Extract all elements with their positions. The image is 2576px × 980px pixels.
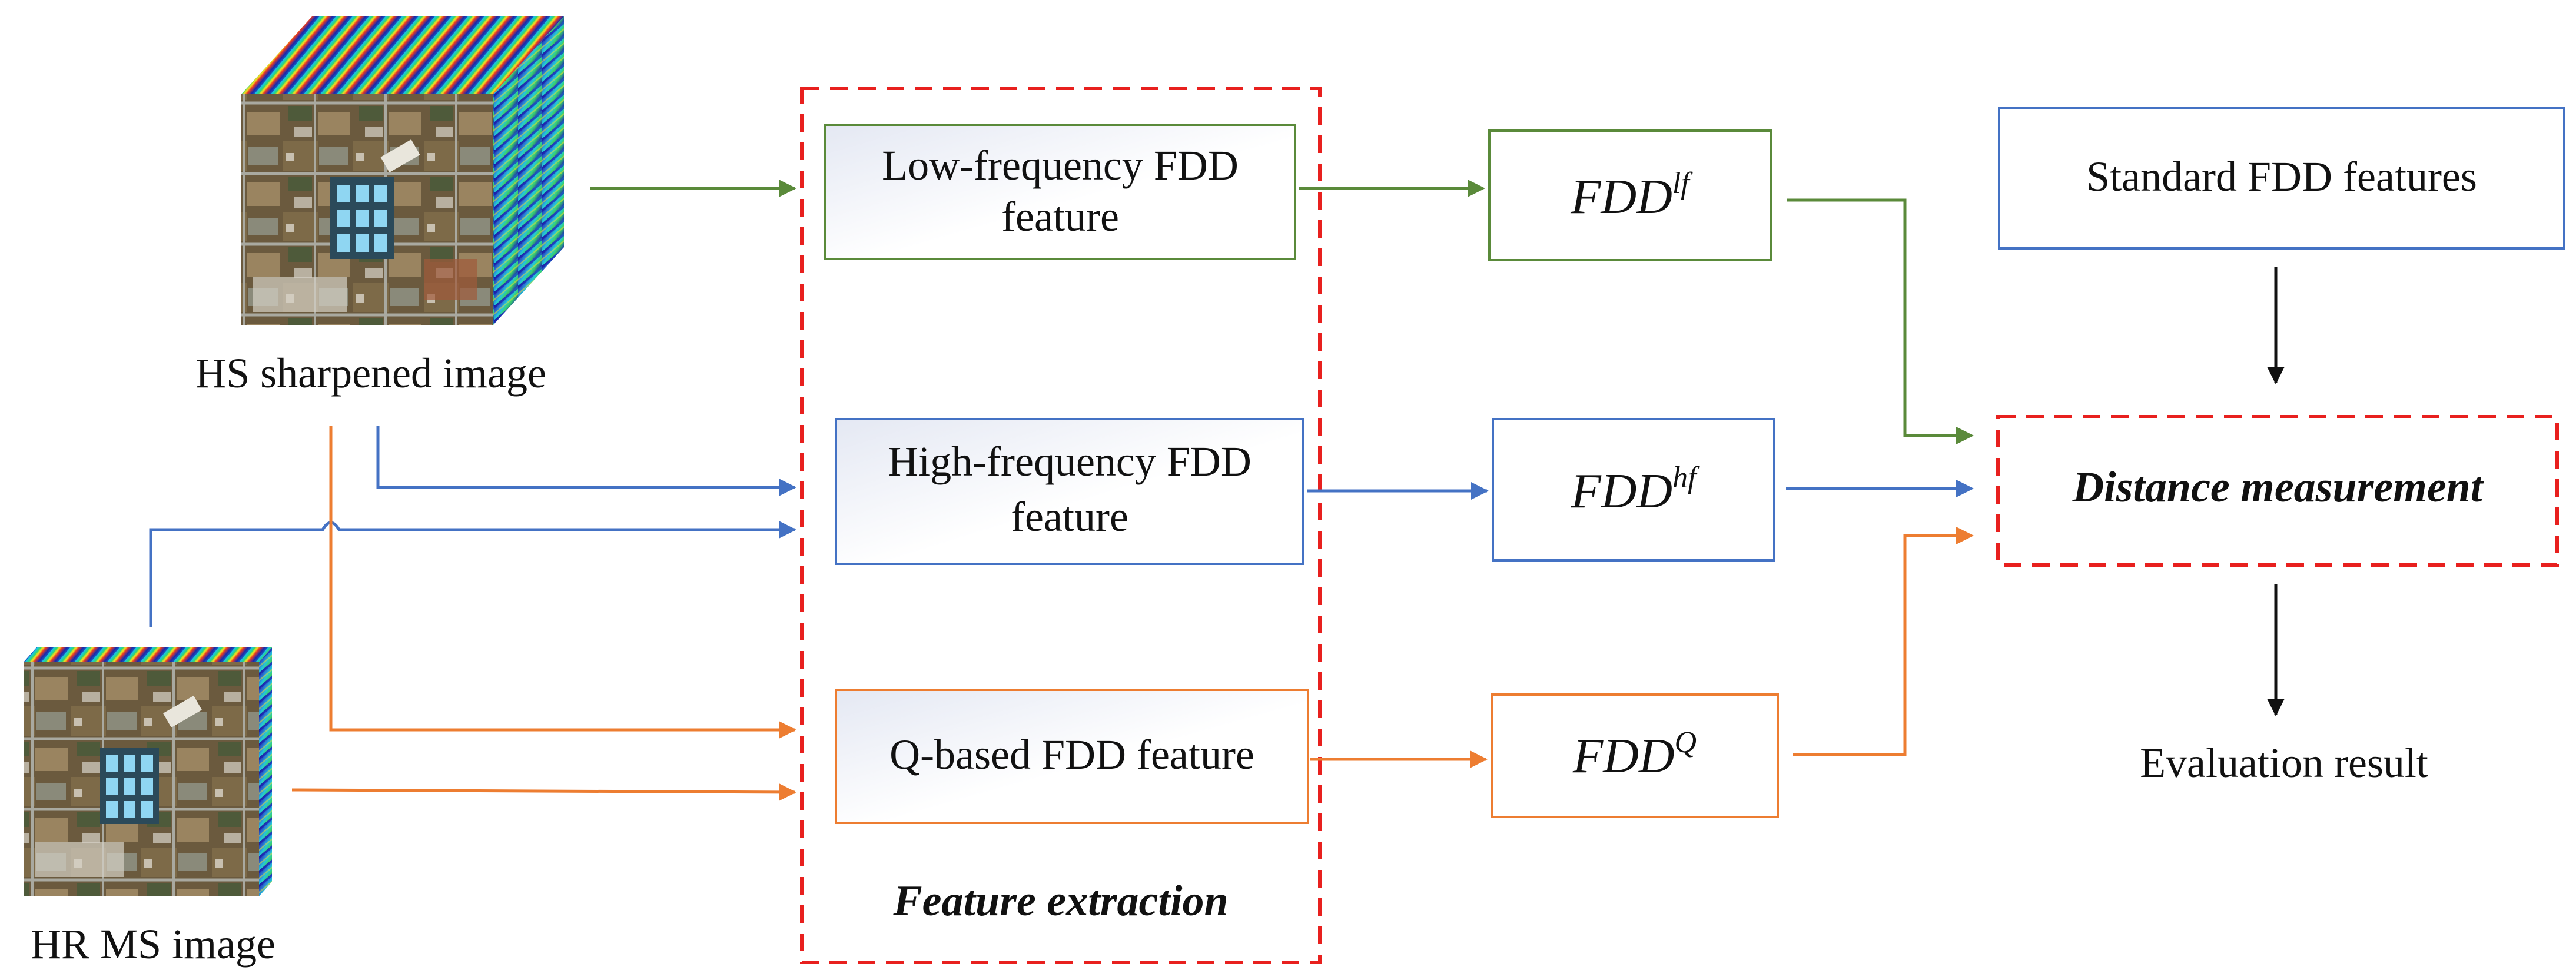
high-frequency-feature-box xyxy=(835,418,1304,565)
arrow-hs-to-q xyxy=(329,426,796,739)
standard-features-label: Standard FDD features xyxy=(2086,153,2477,200)
arrow-ms-to-q xyxy=(291,783,796,801)
arrow-hs-to-high xyxy=(376,426,796,496)
distance-measurement-box xyxy=(1996,415,2559,567)
fdd-hf-label: FDDhf xyxy=(1570,461,1700,519)
arrow-ms-to-high xyxy=(149,521,796,627)
low-frequency-label-line1: Low-frequency FDD xyxy=(882,142,1239,189)
q-based-label: Q-based FDD feature xyxy=(889,731,1254,778)
low-frequency-feature-box xyxy=(824,124,1296,260)
standard-features-box xyxy=(1998,107,2565,250)
high-frequency-label-line1: High-frequency FDD xyxy=(888,438,1252,485)
fdd-hf-box xyxy=(1492,418,1775,562)
hs-image-cube xyxy=(241,16,564,325)
arrow-fddq-to-distance xyxy=(1793,527,1974,756)
ms-image-cube xyxy=(24,647,272,896)
low-frequency-label-line2: feature xyxy=(1001,193,1119,240)
distance-measurement-label: Distance measurement xyxy=(2072,463,2484,511)
evaluation-result-label: Evaluation result xyxy=(2140,739,2428,786)
ms-image-label: HR MS image xyxy=(31,921,275,968)
q-based-feature-box xyxy=(835,689,1309,824)
fdd-lf-box xyxy=(1488,129,1772,261)
feature-extraction-title: Feature extraction xyxy=(892,877,1228,925)
arrow-fddlf-to-distance xyxy=(1787,198,1974,444)
fdd-q-label: FDDQ xyxy=(1572,726,1697,783)
high-frequency-label-line2: feature xyxy=(1011,493,1128,540)
fdd-q-box xyxy=(1491,693,1779,818)
hs-image-label: HS sharpened image xyxy=(195,350,546,397)
feature-extraction-box xyxy=(800,87,1322,964)
